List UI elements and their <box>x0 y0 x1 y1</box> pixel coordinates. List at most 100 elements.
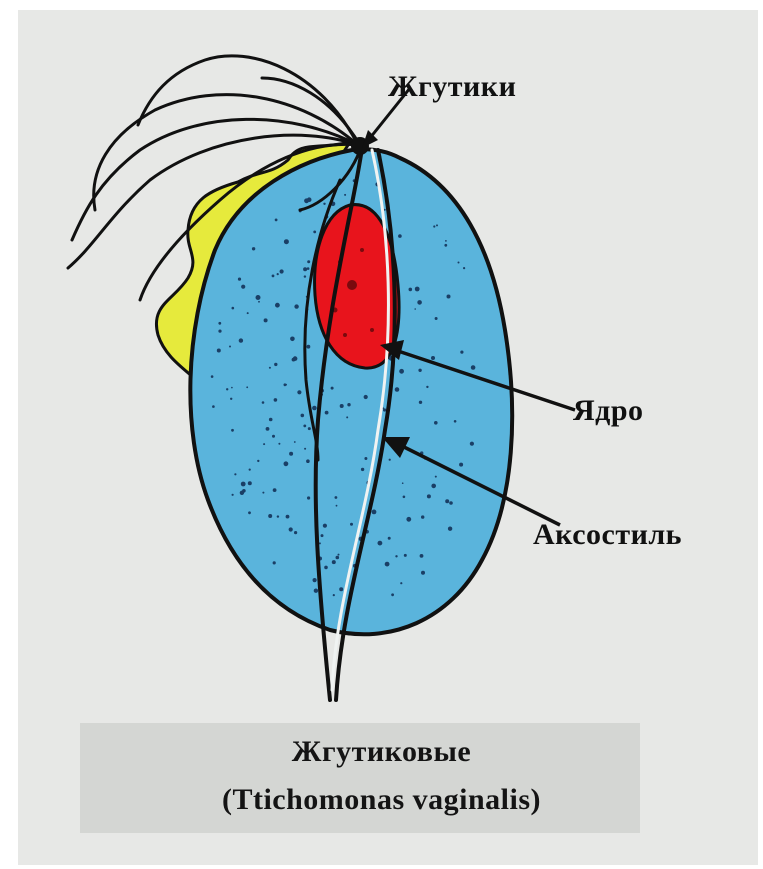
cytoplasm-granule <box>284 383 287 386</box>
cytoplasm-granule <box>303 267 307 271</box>
cytoplasm-granule <box>304 448 306 450</box>
cytoplasm-granule <box>217 349 221 353</box>
cytoplasm-granule <box>470 442 474 446</box>
cytoplasm-granule <box>241 285 245 289</box>
cytoplasm-granule <box>301 414 305 418</box>
cytoplasm-granule <box>238 278 241 281</box>
cytoplasm-granule <box>273 488 277 492</box>
cytoplasm-granule <box>230 398 232 400</box>
cytoplasm-granule <box>434 421 438 425</box>
cytoplasm-granule <box>398 234 402 238</box>
cytoplasm-granule <box>420 554 424 558</box>
cytoplasm-granule <box>284 239 289 244</box>
cytoplasm-granule <box>336 556 340 560</box>
cytoplasm-granule <box>307 345 311 349</box>
cytoplasm-granule <box>280 269 284 273</box>
cytoplasm-granule <box>388 537 391 540</box>
caption-title: Жгутиковые <box>0 735 763 769</box>
cytoplasm-granule <box>350 523 353 526</box>
cytoplasm-granule <box>218 322 221 325</box>
cytoplasm-granule <box>404 554 407 557</box>
cytoplasm-granule <box>262 401 265 404</box>
cytoplasm-granule <box>294 304 298 308</box>
cytoplasm-granule <box>277 273 279 275</box>
cytoplasm-granule <box>294 531 297 534</box>
cytoplasm-granule <box>336 505 338 507</box>
cytoplasm-granule <box>421 571 425 575</box>
cytoplasm-granule <box>269 418 273 422</box>
cytoplasm-granule <box>344 194 346 196</box>
cytoplasm-granule <box>436 224 438 226</box>
cytoplasm-granule <box>313 231 316 234</box>
cytoplasm-granule <box>421 515 424 518</box>
cytoplasm-granule <box>459 463 463 467</box>
cytoplasm-granule <box>284 461 289 466</box>
cytoplasm-granule <box>389 459 391 461</box>
cytoplasm-granule <box>212 405 215 408</box>
caption-species: (Ttichomonas vaginalis) <box>0 783 763 817</box>
cytoplasm-granule <box>294 441 296 443</box>
cytoplasm-granule <box>339 587 343 591</box>
cytoplasm-granule <box>232 494 234 496</box>
cytoplasm-granule <box>447 295 451 299</box>
cytoplasm-granule <box>262 492 264 494</box>
cytoplasm-granule <box>256 295 261 300</box>
cytoplasm-granule <box>403 496 406 499</box>
cytoplasm-granule <box>460 351 463 354</box>
cytoplasm-granule <box>275 303 280 308</box>
cytoplasm-granule <box>409 288 413 292</box>
cytoplasm-granule <box>347 403 350 406</box>
cytoplasm-granule <box>246 386 248 388</box>
cytoplasm-granule <box>218 330 221 333</box>
label-axostyle: Аксостиль <box>533 518 682 552</box>
cytoplasm-granule <box>231 429 234 432</box>
cytoplasm-granule <box>242 489 246 493</box>
cytoplasm-granule <box>426 386 428 388</box>
cytoplasm-granule <box>297 390 301 394</box>
cytoplasm-granule <box>445 499 449 503</box>
cytoplasm-granule <box>239 338 243 342</box>
cytoplasm-granule <box>415 287 420 292</box>
cytoplasm-granule <box>331 387 334 390</box>
cytoplasm-granule <box>324 566 328 570</box>
cytoplasm-granule <box>471 365 476 370</box>
cytoplasm-granule <box>247 312 249 314</box>
cytoplasm-granule <box>372 510 377 515</box>
cytoplasm-granule <box>323 524 327 528</box>
cytoplasm-granule <box>399 369 404 374</box>
cytoplasm-granule <box>385 562 390 567</box>
cytoplasm-granule <box>289 527 293 531</box>
cytoplasm-granule <box>307 267 310 270</box>
cytoplasm-granule <box>266 427 270 431</box>
cytoplasm-granule <box>268 514 272 518</box>
cytoplasm-granule <box>272 435 275 438</box>
cytoplasm-granule <box>449 501 453 505</box>
cytoplasm-granule <box>258 301 260 303</box>
cytoplasm-granule <box>211 375 214 378</box>
cytoplasm-granule <box>444 244 447 247</box>
cytoplasm-granule <box>303 425 306 428</box>
cytoplasm-granule <box>395 387 400 392</box>
cytoplasm-granule <box>332 560 336 564</box>
cytoplasm-granule <box>463 267 465 269</box>
cytoplasm-granule <box>335 496 338 499</box>
cytoplasm-granule <box>402 482 404 484</box>
cytoplasm-granule <box>275 219 278 222</box>
cytoplasm-granule <box>435 476 437 478</box>
cytoplasm-granule <box>414 308 416 310</box>
cytoplasm-granule <box>418 369 421 372</box>
cytoplasm-granule <box>321 534 324 537</box>
cytoplasm-granule <box>325 411 329 415</box>
cytoplasm-granule <box>273 561 276 564</box>
cytoplasm-granule <box>289 452 293 456</box>
cytoplasm-granule <box>226 388 228 390</box>
cytoplasm-granule <box>435 317 438 320</box>
label-flagella: Жгутики <box>388 70 516 104</box>
cytoplasm-granule <box>431 484 436 489</box>
cytoplasm-granule <box>278 443 280 445</box>
cytoplasm-granule <box>378 541 383 546</box>
cytoplasm-granule <box>252 247 255 250</box>
cytoplasm-granule <box>448 527 452 531</box>
cytoplasm-granule <box>241 482 246 487</box>
